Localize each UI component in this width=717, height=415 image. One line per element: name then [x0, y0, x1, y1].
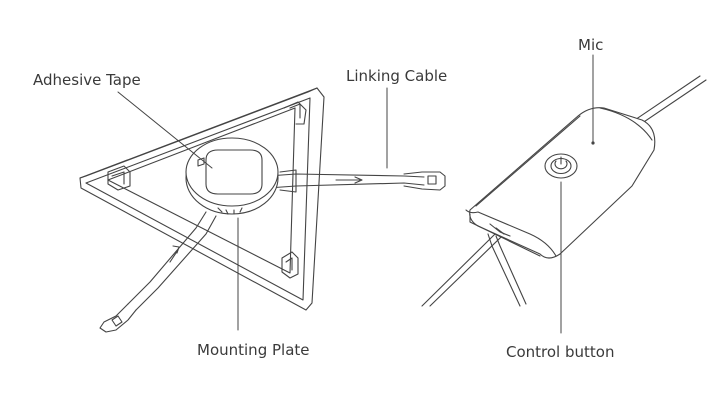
short-cable	[99, 211, 217, 333]
remote-unit	[421, 75, 707, 307]
triangle-mount	[79, 87, 325, 311]
power-icon	[544, 153, 578, 179]
label-linking-cable: Linking Cable	[346, 67, 448, 85]
leader-lines	[117, 54, 594, 334]
mount-puck	[185, 137, 279, 215]
label-control-button: Control button	[506, 343, 615, 361]
linking-cable	[267, 169, 446, 193]
label-mic: Mic	[578, 36, 604, 54]
label-adhesive-tape: Adhesive Tape	[33, 71, 141, 89]
label-mounting-plate: Mounting Plate	[197, 341, 310, 359]
